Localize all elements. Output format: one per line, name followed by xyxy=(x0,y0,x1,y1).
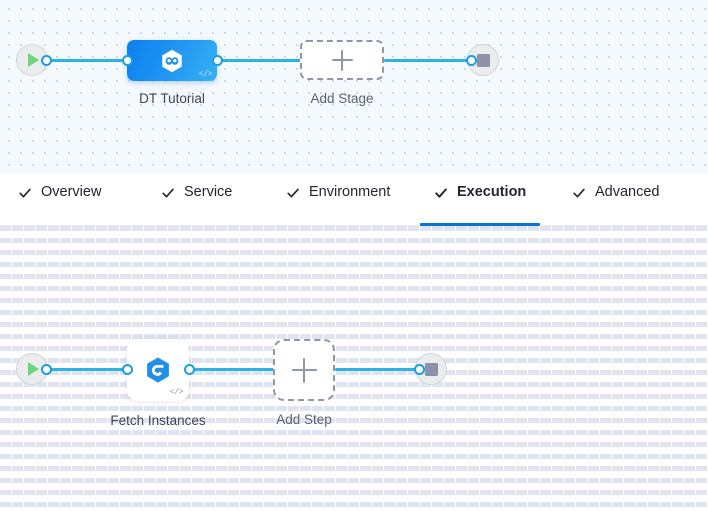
play-icon xyxy=(28,362,39,376)
tab-label: Advanced xyxy=(595,184,660,201)
add-step-label: Add Step xyxy=(276,412,332,427)
tab-environment[interactable]: Environment xyxy=(286,173,390,225)
step-start-output-port[interactable] xyxy=(41,364,52,375)
tab-label: Overview xyxy=(41,184,102,201)
check-icon xyxy=(161,186,175,200)
check-icon xyxy=(572,186,586,200)
check-icon xyxy=(286,186,300,200)
check-icon xyxy=(18,186,32,200)
tab-advanced[interactable]: Advanced xyxy=(572,173,660,225)
tab-overview[interactable]: Overview xyxy=(18,173,101,225)
step-node-input-port[interactable] xyxy=(122,364,133,375)
add-stage-button[interactable] xyxy=(300,40,384,80)
stage-node-dt-tutorial[interactable]: </> xyxy=(127,40,217,81)
edge-add-step-to-end xyxy=(335,368,418,371)
edge-dt-tutorial-to-add-stage xyxy=(218,59,302,62)
play-icon xyxy=(28,53,39,67)
add-step-button[interactable] xyxy=(273,339,335,401)
stage-node-output-port[interactable] xyxy=(212,55,223,66)
add-stage-label: Add Stage xyxy=(310,91,374,106)
step-node-output-port[interactable] xyxy=(184,364,195,375)
plus-icon xyxy=(291,357,317,383)
check-icon xyxy=(434,186,448,200)
stage-node-label: DT Tutorial xyxy=(139,91,205,106)
stage-end-input-port[interactable] xyxy=(466,55,477,66)
step-end-input-port[interactable] xyxy=(414,364,425,375)
tab-label: Environment xyxy=(309,184,391,201)
edge-fetch-instances-to-add-step xyxy=(190,368,275,371)
hexagon-infinity-icon xyxy=(162,49,182,72)
plus-icon xyxy=(331,49,353,71)
stage-start-output-port[interactable] xyxy=(41,55,52,66)
code-badge-icon: </> xyxy=(198,70,213,79)
stop-icon xyxy=(476,53,490,67)
step-node-fetch-instances[interactable]: </> xyxy=(127,339,189,401)
tab-execution[interactable]: Execution xyxy=(419,173,541,226)
stop-icon xyxy=(424,362,438,376)
hexagon-swirl-icon xyxy=(147,357,169,383)
code-badge-icon: </> xyxy=(169,388,184,397)
stage-node-input-port[interactable] xyxy=(122,55,133,66)
tab-service[interactable]: Service xyxy=(161,173,232,225)
step-graph-canvas[interactable]: </> Fetch Instances Add Step xyxy=(0,226,708,511)
edge-add-stage-to-end xyxy=(384,59,470,62)
edge-start-to-fetch-instances xyxy=(45,368,131,371)
step-node-label: Fetch Instances xyxy=(110,413,206,428)
stage-graph-canvas[interactable]: </> DT Tutorial Add Stage xyxy=(0,0,708,173)
section-tab-bar[interactable]: Overview Service Environment Execution A xyxy=(0,173,708,226)
tab-label: Execution xyxy=(457,184,527,201)
edge-start-to-dt-tutorial xyxy=(45,59,127,62)
tab-label: Service xyxy=(184,184,233,201)
